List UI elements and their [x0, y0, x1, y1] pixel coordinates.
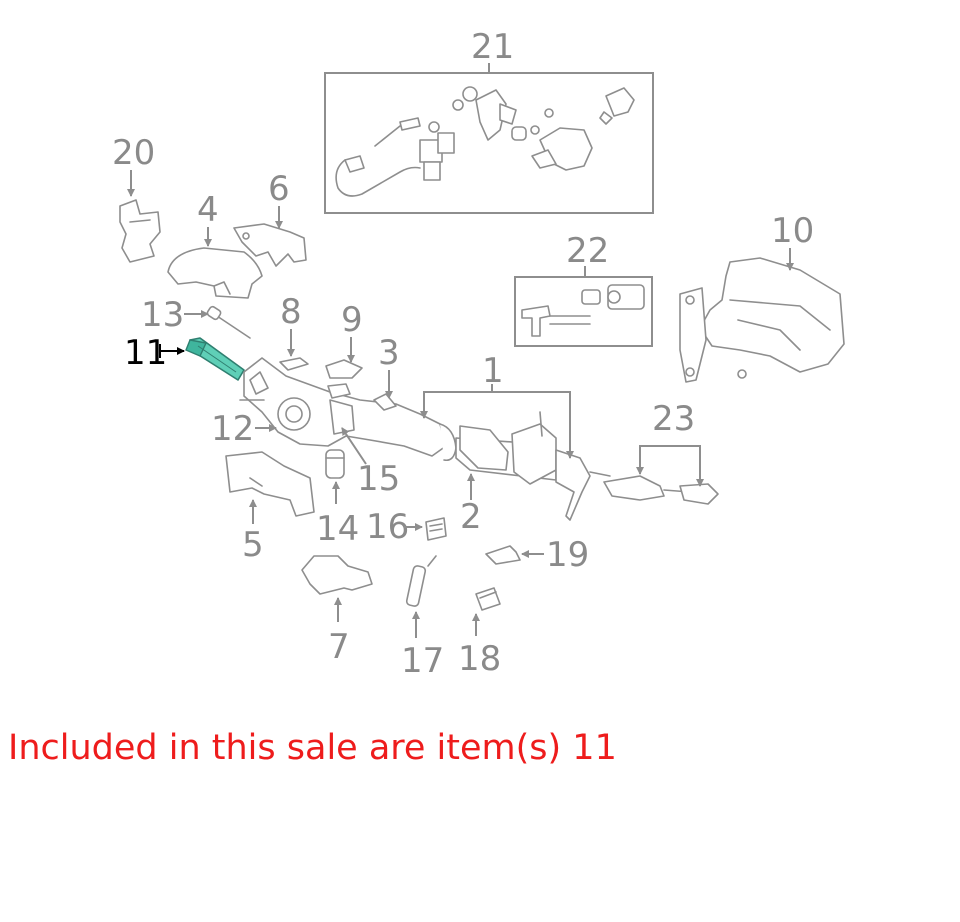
svg-text:6: 6 [268, 169, 290, 209]
callout-12: 12 [211, 409, 277, 449]
callout-4: 4 [197, 190, 219, 247]
callout-2: 2 [460, 473, 482, 537]
callout-20: 20 [112, 133, 155, 197]
part-19-bracket [485, 545, 521, 565]
svg-text:12: 12 [211, 409, 254, 449]
sale-note: Included in this sale are item(s) 11 [8, 728, 617, 768]
callout-9: 9 [341, 300, 363, 363]
svg-text:8: 8 [280, 292, 302, 332]
callout-1: 1 [420, 351, 574, 459]
part-9-clip [325, 359, 363, 379]
callout-14: 14 [316, 481, 359, 549]
part-22-lock-cylinder [521, 284, 645, 337]
svg-text:1: 1 [482, 351, 504, 391]
part-18-pad [475, 587, 501, 611]
callout-13: 13 [141, 295, 209, 335]
svg-text:19: 19 [546, 535, 589, 575]
part-13-pin [206, 305, 251, 339]
part-21-lock-kit [335, 86, 635, 197]
part-5-lower-shroud [225, 451, 315, 517]
callout-7: 7 [328, 597, 350, 667]
svg-text:4: 4 [197, 190, 219, 230]
part-14-switch [325, 449, 345, 479]
svg-text:5: 5 [242, 525, 264, 565]
callout-10: 10 [771, 211, 814, 271]
svg-text:2: 2 [460, 497, 482, 537]
part-16-pad [425, 517, 447, 541]
svg-text:7: 7 [328, 627, 350, 667]
callout-8: 8 [280, 292, 302, 357]
svg-text:10: 10 [771, 211, 814, 251]
svg-text:23: 23 [652, 399, 695, 439]
svg-text:15: 15 [357, 459, 400, 499]
callout-19: 19 [521, 535, 589, 575]
callout-16: 16 [366, 507, 423, 547]
svg-text:18: 18 [458, 639, 501, 679]
callout-23: 23 [636, 399, 704, 487]
callout-6: 6 [268, 169, 290, 229]
callout-11-selected[interactable]: 11 [124, 333, 185, 373]
callout-22: 22 [566, 231, 609, 277]
part-4-upper-shroud [167, 247, 263, 299]
svg-text:13: 13 [141, 295, 184, 335]
svg-text:16: 16 [366, 507, 409, 547]
svg-text:21: 21 [471, 27, 514, 67]
part-10-support-bracket [679, 257, 845, 383]
part-23-intermediate-shaft [603, 475, 719, 505]
part-17-gas-strut [405, 555, 437, 607]
callout-3: 3 [378, 333, 400, 399]
callout-17: 17 [401, 611, 444, 681]
callout-18: 18 [458, 613, 501, 679]
svg-text:20: 20 [112, 133, 155, 173]
inset-box-22 [514, 276, 653, 347]
svg-text:3: 3 [378, 333, 400, 373]
part-20-bracket [119, 199, 161, 263]
callout-21: 21 [471, 27, 514, 73]
svg-text:14: 14 [316, 509, 359, 549]
callout-5: 5 [242, 499, 264, 565]
svg-text:22: 22 [566, 231, 609, 271]
svg-text:9: 9 [341, 300, 363, 340]
part-11-highlighted[interactable] [185, 337, 245, 381]
part-1-steering-column [239, 357, 611, 521]
part-8-clip [279, 357, 309, 371]
svg-text:17: 17 [401, 641, 444, 681]
part-7-bracket [301, 555, 373, 595]
callout-15: 15 [341, 427, 400, 499]
part-6-cover [233, 223, 307, 267]
